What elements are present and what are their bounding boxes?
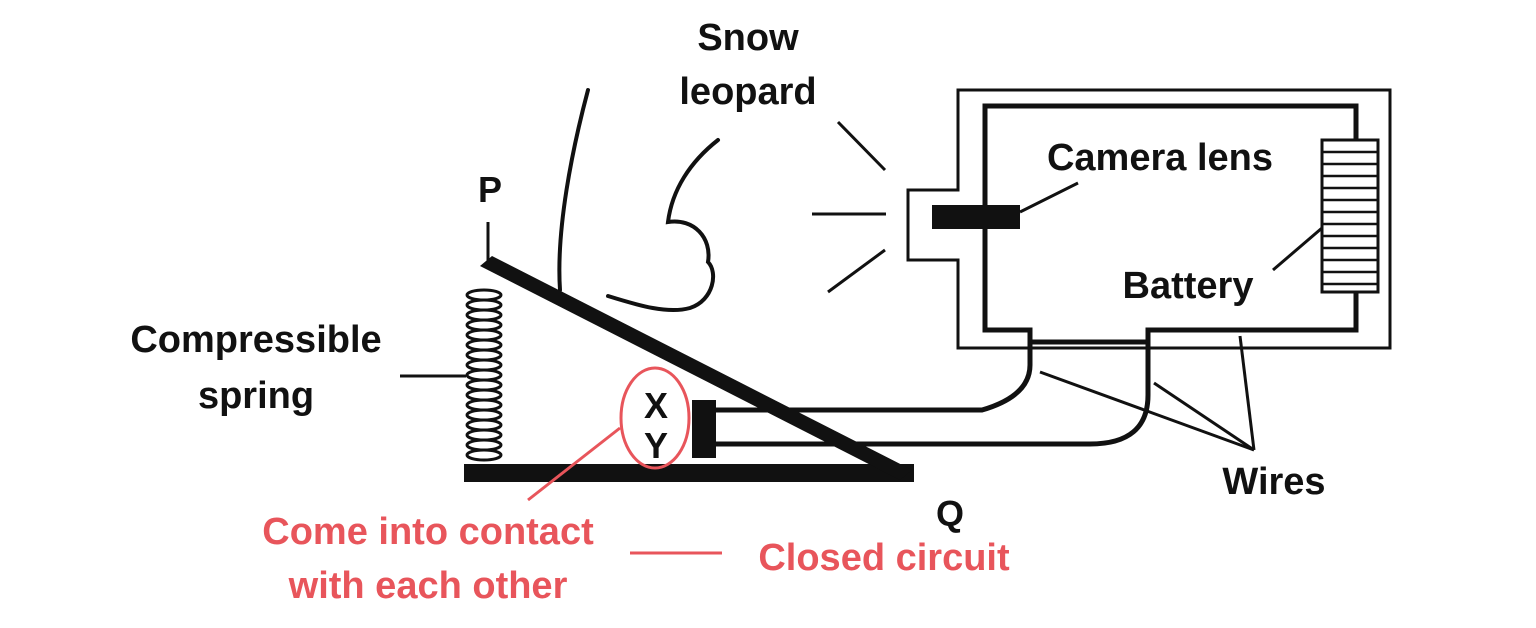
pressure-lever xyxy=(480,256,912,480)
battery xyxy=(1320,138,1380,294)
contact-note-line1: Come into contact xyxy=(262,511,594,553)
snow-leopard-label-line2: leopard xyxy=(679,71,816,113)
contact-note-line2: with each other xyxy=(288,565,568,607)
snow-leopard-paw xyxy=(557,88,720,313)
camera-lens-leader xyxy=(1019,181,1079,214)
point-q-label: Q xyxy=(936,493,964,534)
closed-circuit-label: Closed circuit xyxy=(758,537,1010,579)
contact-terminals xyxy=(692,400,716,458)
wires-leaders xyxy=(1039,335,1256,452)
point-p-label: P xyxy=(478,169,502,210)
compressible-spring xyxy=(465,222,503,462)
contact-x-label: X xyxy=(644,385,668,426)
contact-y-label: Y xyxy=(644,425,668,466)
snow-leopard-label-line1: Snow xyxy=(697,17,799,59)
compressible-spring-label-line2: spring xyxy=(198,375,314,417)
circuit-wires xyxy=(716,342,1151,447)
battery-label: Battery xyxy=(1123,265,1254,307)
flash-rays xyxy=(812,120,887,294)
contact-highlight-ellipse xyxy=(619,366,691,470)
compressible-spring-label-line1: Compressible xyxy=(130,319,381,361)
base-plate xyxy=(464,464,914,482)
battery-leader xyxy=(1272,226,1323,272)
camera-lens-label: Camera lens xyxy=(1047,137,1273,179)
camera-lens xyxy=(932,205,1020,229)
wires-label: Wires xyxy=(1222,461,1325,503)
contact-highlight-leader xyxy=(527,426,621,502)
